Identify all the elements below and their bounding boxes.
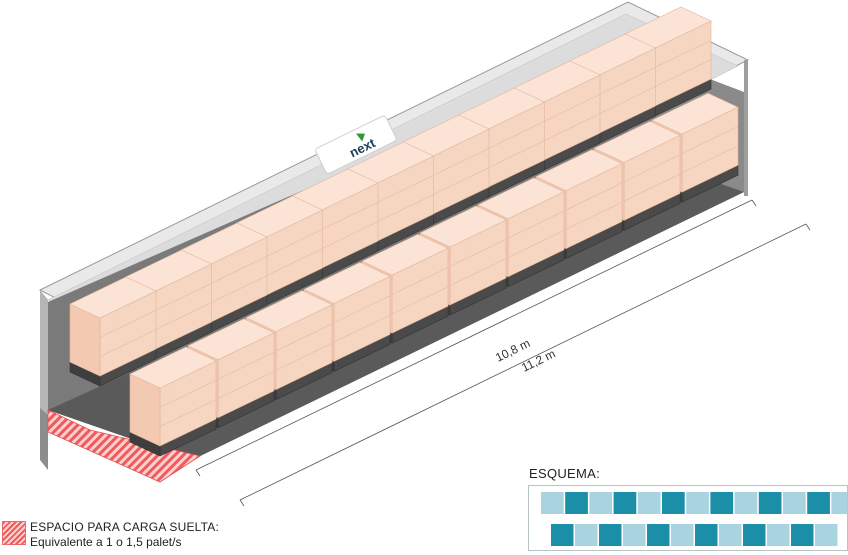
carton-line: [432, 148, 490, 176]
carton-line: [543, 113, 601, 141]
box-top: [187, 318, 275, 361]
loose-cargo-swatch: [2, 521, 26, 545]
container-front-frame: [40, 290, 48, 415]
carton-line: [449, 258, 507, 286]
box-top: [303, 262, 391, 304]
carton-line: [507, 230, 565, 258]
carton-line: [391, 286, 449, 315]
carton-line: [266, 248, 323, 276]
schema-cell-light: [734, 492, 758, 514]
carton-line: [377, 175, 434, 203]
carton-line: [681, 145, 739, 174]
schema-cell-light: [831, 492, 848, 514]
schema-cell-light: [686, 492, 709, 514]
schema-cell-dark: [565, 492, 588, 514]
carton-line: [275, 342, 333, 371]
pallet-5: [346, 141, 435, 252]
carton-line: [266, 229, 323, 257]
box-top: [535, 149, 623, 191]
schema-cell-dark: [758, 492, 782, 514]
carton-line: [210, 256, 268, 284]
carton-line: [507, 210, 565, 239]
carton-line: [99, 310, 157, 338]
box-top: [129, 346, 217, 389]
carton-line: [599, 86, 656, 114]
box-top: [245, 290, 333, 332]
carton-line: [432, 167, 490, 195]
legend-subtitle: Equivalente a 1 o 1,5 palet/s: [30, 535, 182, 549]
carton-line: [488, 140, 545, 168]
schema-cell-light: [767, 524, 790, 546]
schema-cell-dark: [551, 524, 574, 546]
carton-line: [681, 126, 739, 154]
schema-cell-dark: [743, 524, 766, 546]
carton-line: [623, 173, 681, 202]
carton-line: [565, 201, 623, 230]
schema-cell-light: [575, 524, 598, 546]
schema-cell-dark: [647, 524, 670, 546]
carton-line: [155, 283, 212, 311]
box-top: [651, 92, 739, 135]
leaf-icon: [356, 133, 365, 142]
carton-line: [217, 351, 275, 380]
carton-line: [654, 40, 712, 68]
carton-line: [275, 323, 333, 352]
carton-line: [377, 194, 434, 222]
carton-line: [217, 371, 275, 399]
carton-line: [449, 239, 507, 267]
carton-line: [391, 267, 449, 295]
carton-line: [210, 275, 268, 303]
container-right-wall: [744, 60, 748, 196]
carton-line: [159, 399, 217, 427]
schema-cell-light: [815, 524, 838, 546]
schema-cell-light: [589, 492, 613, 514]
box-top: [593, 121, 681, 163]
carton-line: [159, 380, 217, 408]
carton-line: [488, 121, 545, 149]
schema-cell-dark: [695, 524, 718, 546]
loose-cargo-area: [47, 409, 202, 483]
schema-cell-dark: [791, 524, 814, 546]
carton-line: [599, 67, 656, 95]
schema-cell-light: [623, 524, 646, 546]
schema-cell-dark: [613, 492, 637, 514]
carton-line: [333, 295, 391, 324]
schema-cell-dark: [807, 492, 830, 514]
schema-svg: [541, 492, 848, 546]
carton-line: [99, 329, 157, 357]
carton-line: [565, 182, 623, 211]
pallet-row-rear: [69, 6, 712, 387]
schema-cell-light: [719, 524, 742, 546]
pallet-row-front: [129, 92, 739, 457]
carton-line: [321, 202, 379, 230]
carton-line: [155, 302, 212, 330]
pallet-0: [69, 276, 157, 387]
carton-line: [654, 59, 712, 87]
dimension-lines: [195, 199, 811, 507]
schema-cell-light: [637, 492, 661, 514]
schema-cell-light: [541, 492, 564, 514]
pallet-0: [129, 346, 217, 457]
schema-cell-dark: [662, 492, 685, 514]
box-top: [419, 205, 507, 248]
carton-line: [333, 314, 391, 343]
schema-title: ESQUEMA:: [529, 466, 601, 481]
schema-cell-dark: [599, 524, 622, 546]
schema-cell-dark: [710, 492, 734, 514]
carton-line: [543, 94, 601, 122]
legend-title: ESPACIO PARA CARGA SUELTA:: [30, 520, 220, 534]
schema-cell-light: [671, 524, 694, 546]
box-top: [69, 276, 157, 319]
schema-box: [528, 485, 848, 551]
carton-line: [623, 154, 681, 183]
schema-cell-light: [783, 492, 806, 514]
box-top: [361, 233, 449, 276]
box-top: [477, 177, 565, 220]
carton-line: [321, 221, 379, 249]
